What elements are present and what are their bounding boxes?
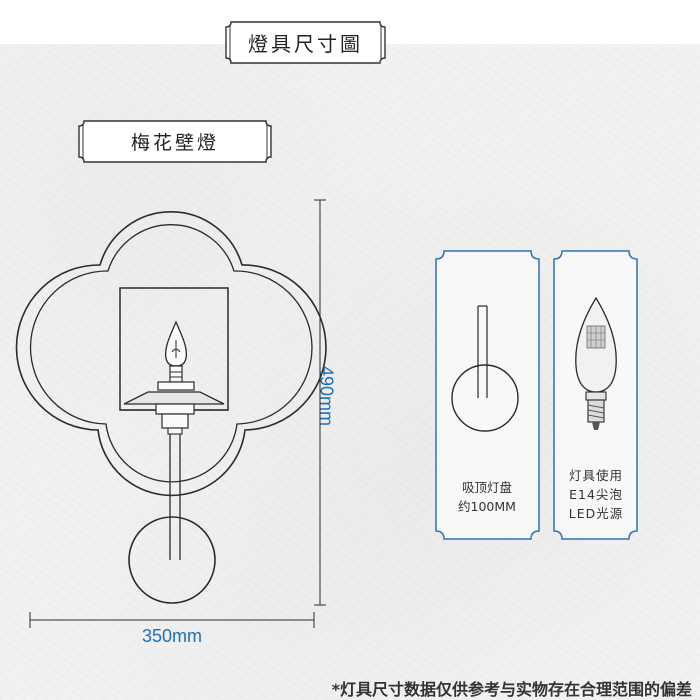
ceiling-plate-icon [451,364,519,432]
title-box: 燈具尺寸圖 [225,21,386,64]
wall-plate [128,516,216,604]
bulb-line2: E14尖泡 [569,487,623,502]
product-name: 梅花壁燈 [130,132,219,154]
bulb-label: 灯具使用 E14尖泡 LED光源 [554,466,638,523]
product-name-box: 梅花壁燈 [78,120,272,163]
width-dimension-line [29,612,315,628]
plum-frame-inner [29,224,313,483]
disclaimer-note: *灯具尺寸数据仅供参考与实物存在合理范围的偏差 [331,680,692,699]
page-title: 燈具尺寸圖 [248,32,363,56]
shade-tray [123,391,225,405]
plum-frame-outer [15,211,327,497]
bulb-line1: 灯具使用 [568,468,623,483]
ceiling-plate-label: 吸顶灯盘 约100MM [434,478,540,516]
bulb-card [553,250,638,540]
width-dimension-label: 350mm [141,626,203,646]
height-dimension-line [314,199,326,606]
ceiling-plate-line1: 吸顶灯盘 [461,480,512,495]
bulb-line3: LED光源 [568,506,624,521]
ceiling-plate-line2: 约100MM [458,499,516,514]
ceiling-plate-card [435,250,540,540]
product-name-frame [78,120,272,163]
height-dimension-label: 490mm [316,365,337,427]
title-frame [225,21,386,64]
